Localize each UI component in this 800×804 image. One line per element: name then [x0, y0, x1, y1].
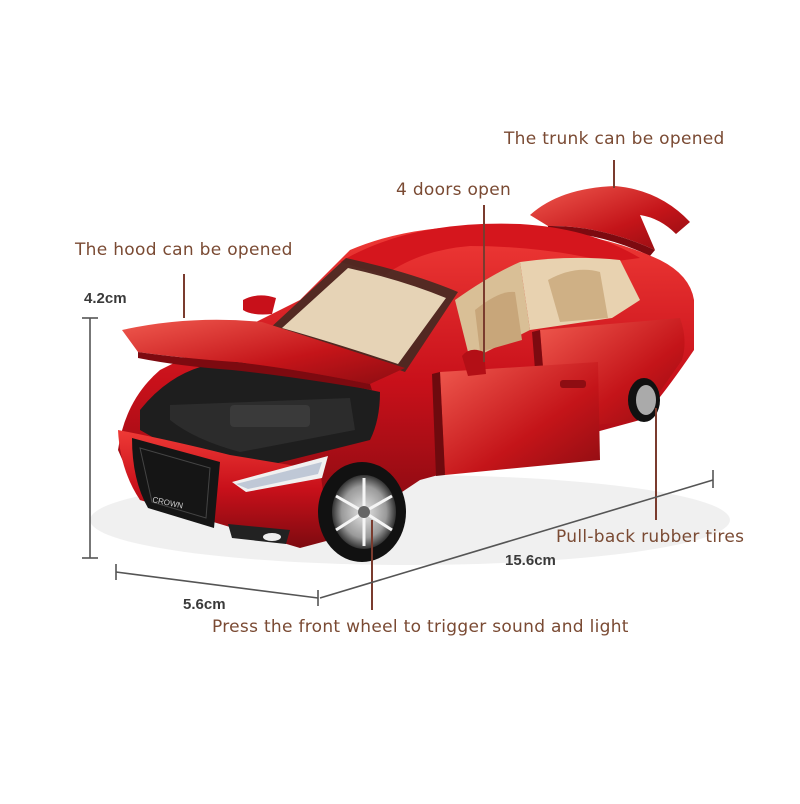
- dimension-lines: [82, 317, 714, 606]
- tires-callout: Pull-back rubber tires: [556, 527, 745, 547]
- length-dimension-line: [319, 479, 714, 599]
- engine-bay: [140, 361, 380, 470]
- length-dimension: 15.6cm: [505, 552, 556, 569]
- front-door-open: [432, 349, 600, 476]
- front-fascia: [118, 430, 330, 548]
- height-dimension: 4.2cm: [84, 290, 127, 307]
- rear-wheel: [628, 378, 660, 422]
- front-wheel: [318, 462, 406, 562]
- doors-callout: 4 doors open: [396, 180, 512, 200]
- side-mirror: [243, 295, 276, 315]
- leader-lines: [183, 160, 657, 610]
- hood-callout: The hood can be opened: [75, 240, 293, 260]
- width-dimension-line: [115, 571, 319, 599]
- hood-open: [122, 319, 405, 390]
- trunk-callout: The trunk can be opened: [504, 129, 725, 149]
- width-dimension: 5.6cm: [183, 596, 226, 613]
- front-wheel-callout: Press the front wheel to trigger sound a…: [212, 617, 629, 637]
